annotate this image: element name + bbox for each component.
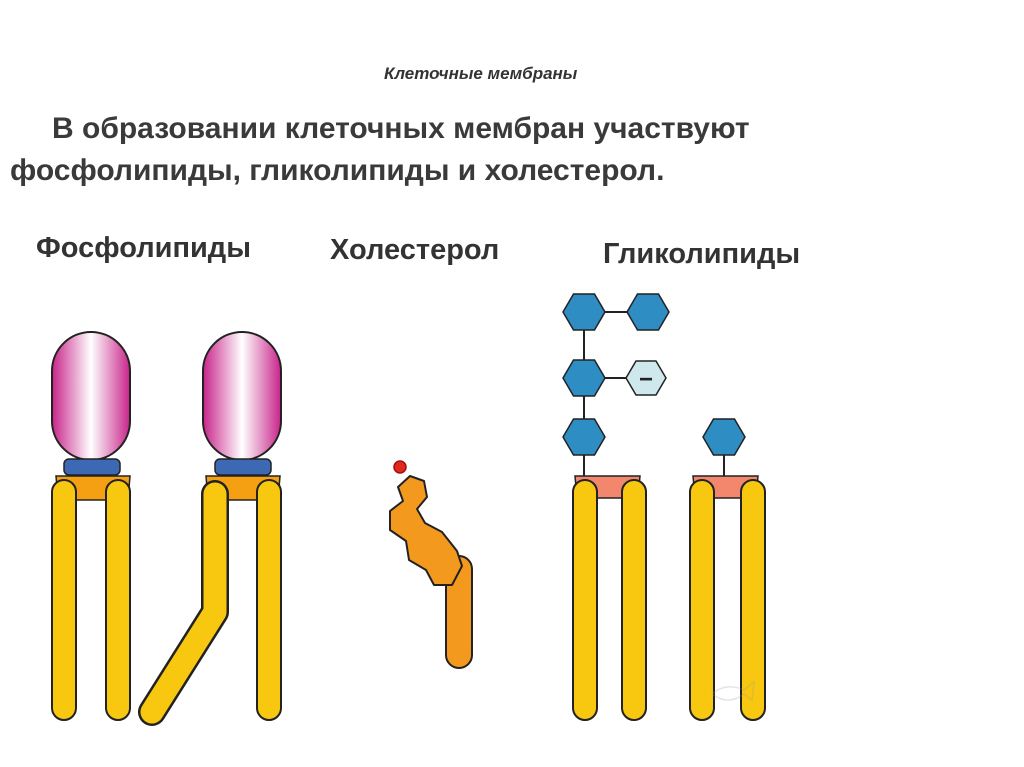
cholesterol-ring-system [389,475,463,586]
fatty-acid-tail [740,479,766,721]
fish-watermark [710,680,755,702]
intro-line-2: фосфолипиды, гликолипиды и холестерол. [10,154,665,187]
phospholipid-phosphate-neck [63,458,121,476]
sugar-hexagon [562,293,606,331]
phospholipid-head [51,331,131,461]
phospholipid-bent [138,331,282,726]
phospholipids-label: Фосфолипиды [36,232,251,264]
cholesterol-molecule [389,460,473,669]
intro-line-1: В образовании клеточных мембран участвую… [52,112,750,145]
sugar-hexagon [626,293,670,331]
fatty-acid-tail [51,479,77,721]
intro-text: В образовании клеточных мембран участвую… [10,108,1010,192]
sugar-hexagon [562,418,606,456]
glycolipid-branched: − [562,293,670,721]
negative-charge-symbol: − [639,366,653,393]
phospholipid-phosphate-neck [214,458,272,476]
sialic-acid-hexagon [625,360,667,396]
fatty-acid-tail-kinked-fill [140,482,227,724]
hydroxyl-group [393,460,407,474]
fatty-acid-tail [689,479,715,721]
phospholipid-head [202,331,282,461]
cholesterol-label: Холестерол [330,234,500,266]
glycolipid-single-sugar [689,418,766,721]
sugar-hexagon [702,418,746,456]
glycolipids-label: Гликолипиды [603,238,801,270]
fatty-acid-tail [256,479,282,721]
fatty-acid-tail [621,479,647,721]
slide-subtitle: Клеточные мембраны [384,64,578,83]
fatty-acid-tail [572,479,598,721]
sugar-hexagon [562,359,606,397]
phospholipid-straight [51,331,131,721]
fatty-acid-tail [105,479,131,721]
